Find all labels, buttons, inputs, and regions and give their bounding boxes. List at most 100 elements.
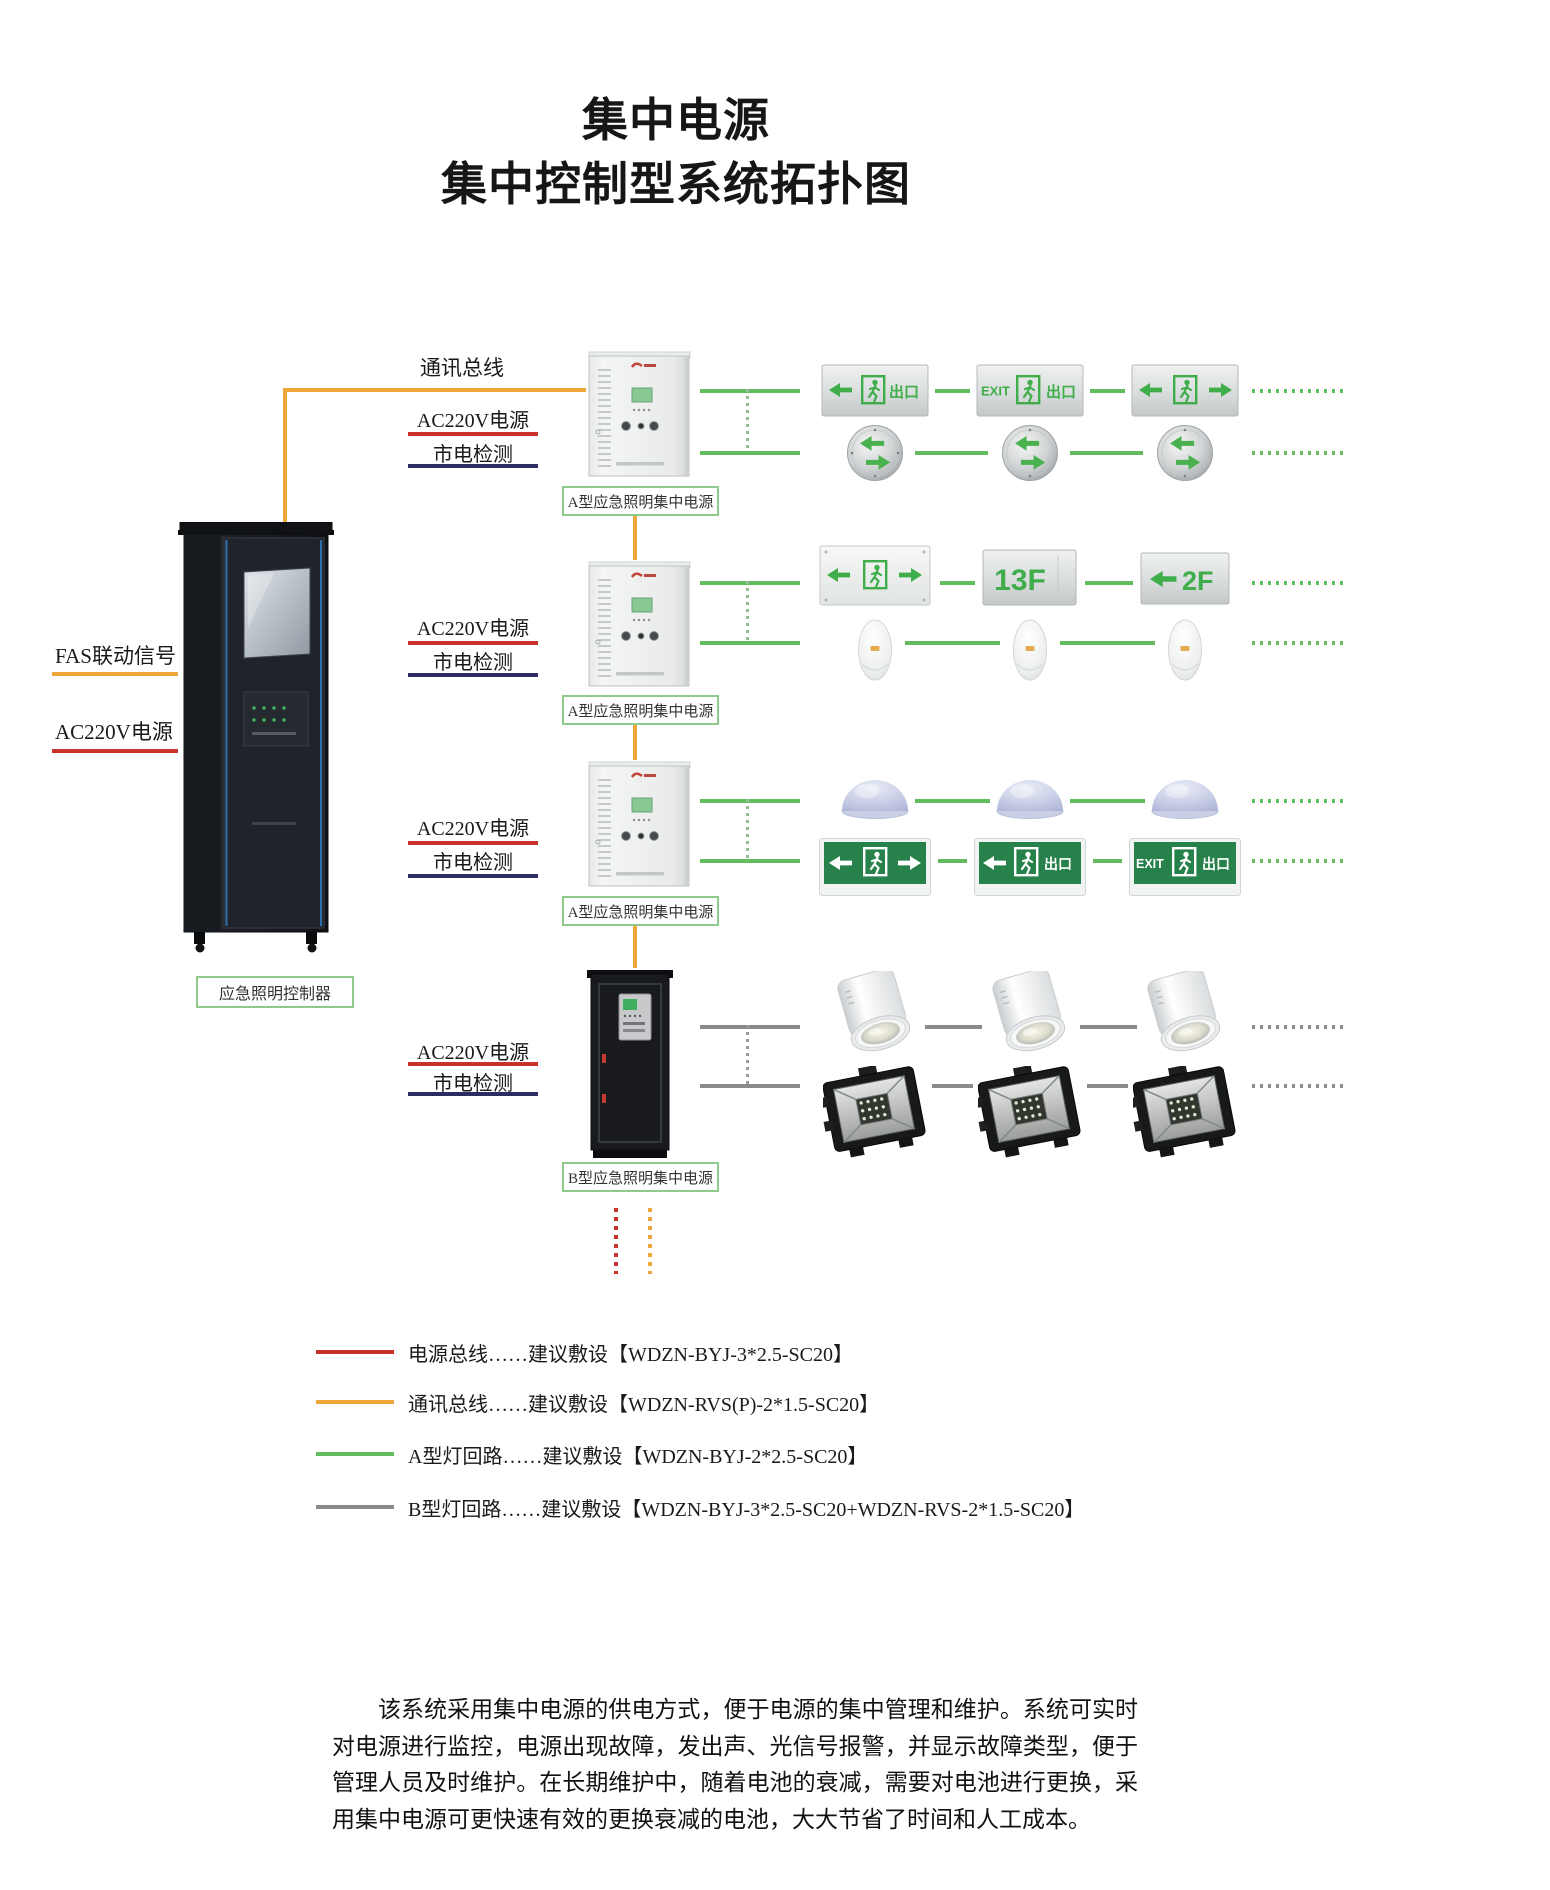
oval-wall-lamp	[1013, 619, 1047, 681]
downlight	[837, 971, 911, 1052]
exit-sign-text: 出口	[1202, 856, 1230, 872]
green-exit-sign-left-arrow: 出口	[974, 838, 1086, 896]
controller-label-box: 应急照明控制器	[196, 976, 354, 1008]
floodlight	[1133, 1066, 1236, 1158]
glass-exit-sign-double-arrow	[819, 545, 931, 606]
circuit-line-segment	[700, 641, 800, 645]
exit-sign-en-text: EXIT	[981, 384, 1010, 399]
circuit-dotted-continuation	[1252, 581, 1348, 585]
circuit-line-segment	[1090, 389, 1125, 393]
circuit-line-segment	[700, 859, 800, 863]
floor-disc-indicator	[1157, 425, 1213, 481]
floor-sign-2f: 2F	[1140, 552, 1230, 605]
circuit-line-segment	[925, 1025, 982, 1029]
downlight	[992, 971, 1066, 1052]
power-bus-dotted-continuation	[614, 1208, 618, 1274]
floodlight	[823, 1066, 926, 1158]
a-unit-label-box-3: A型应急照明集中电源	[562, 896, 719, 926]
row1-mains-underline	[408, 464, 538, 468]
a-unit-label-2: A型应急照明集中电源	[567, 703, 714, 720]
circuit-line-segment	[1085, 581, 1133, 585]
row4-ac-label: AC220V电源	[416, 1042, 530, 1064]
a-unit-label-3: A型应急照明集中电源	[567, 904, 714, 921]
circuit-line-segment	[938, 859, 967, 863]
circuit-branch-dashed	[746, 799, 749, 859]
circuit-line-segment	[1087, 1084, 1128, 1088]
circuit-line-segment	[1070, 451, 1143, 455]
circuit-line-segment	[700, 581, 800, 585]
row1-mains-label: 市电检测	[433, 444, 513, 466]
circuit-line-segment	[1060, 641, 1155, 645]
fas-signal-label: FAS联动信号	[55, 644, 176, 668]
floor-2f-text: 2F	[1182, 566, 1214, 596]
circuit-branch-dashed	[746, 389, 749, 451]
circuit-line-segment	[935, 389, 970, 393]
a-unit-label-1: A型应急照明集中电源	[567, 494, 714, 511]
floor-disc-indicator	[1002, 425, 1058, 481]
row4-mains-label: 市电检测	[433, 1073, 513, 1095]
legend-label-a-circuit: A型灯回路……建议敷设【WDZN-BYJ-2*2.5-SC20】	[408, 1446, 868, 1468]
circuit-branch-dashed	[746, 1025, 749, 1084]
row1-ac-label: AC220V电源	[416, 410, 530, 432]
exit-sign-silver-double-arrow	[1131, 364, 1239, 417]
circuit-dotted-continuation	[1252, 1084, 1348, 1088]
floor-sign-13f: 13F	[982, 549, 1077, 606]
b-type-power-unit-image	[587, 970, 673, 1158]
green-exit-sign-double-arrow	[819, 838, 931, 896]
row3-mains-label: 市电检测	[433, 852, 513, 874]
circuit-line-segment	[1070, 799, 1145, 803]
circuit-line-segment	[915, 451, 988, 455]
circuit-dotted-continuation	[1252, 389, 1348, 393]
row1-ac-underline	[408, 432, 538, 436]
system-description: 该系统采用集中电源的供电方式，便于电源的集中管理和维护。系统可实时对电源进行监控…	[332, 1697, 1138, 1832]
exit-sign-silver-exit-en: EXIT 出口	[976, 364, 1084, 417]
comm-bus-label: 通讯总线	[420, 356, 504, 380]
circuit-line-segment	[700, 1084, 800, 1088]
circuit-dotted-continuation	[1252, 799, 1348, 803]
row2-ac-label: AC220V电源	[416, 618, 530, 640]
comm-bus-vertical	[283, 388, 287, 522]
a-type-power-unit-image-3	[588, 761, 691, 887]
exit-sign-silver-left-arrow: 出口	[821, 364, 929, 417]
floor-disc-indicator	[847, 425, 903, 481]
circuit-dotted-continuation	[1252, 641, 1348, 645]
legend-line-comm-bus	[316, 1400, 394, 1404]
controller-ac-underline	[52, 749, 178, 753]
row4-mains-underline	[408, 1092, 538, 1096]
page-title-line2: 集中控制型系统拓扑图	[441, 159, 911, 210]
row3-ac-label: AC220V电源	[416, 818, 530, 840]
circuit-line-segment	[700, 451, 800, 455]
circuit-line-segment	[915, 799, 990, 803]
oval-wall-lamp	[858, 619, 892, 681]
comm-bus-connector-1	[633, 516, 637, 560]
b-unit-label-box: B型应急照明集中电源	[562, 1162, 719, 1192]
circuit-line-segment	[932, 1084, 973, 1088]
a-unit-label-box-2: A型应急照明集中电源	[562, 695, 719, 725]
circuit-branch-dashed	[746, 581, 749, 641]
circuit-line-segment	[1080, 1025, 1137, 1029]
row2-ac-underline	[408, 641, 538, 645]
controller-label: 应急照明控制器	[218, 986, 331, 1003]
green-exit-sign-exit-en: EXIT 出口	[1129, 838, 1241, 896]
comm-bus-connector-3	[633, 926, 637, 968]
oval-wall-lamp	[1168, 619, 1202, 681]
a-type-power-unit-image-1	[588, 351, 691, 477]
comm-bus-connector-2	[633, 725, 637, 760]
exit-sign-text: 出口	[1044, 856, 1072, 872]
comm-bus-dotted-continuation	[648, 1208, 652, 1274]
legend-label-b-circuit: B型灯回路……建议敷设【WDZN-BYJ-3*2.5-SC20+WDZN-RVS…	[408, 1499, 1085, 1521]
row3-ac-underline	[408, 841, 538, 845]
row4-ac-underline	[408, 1062, 538, 1066]
exit-sign-en-text: EXIT	[1136, 857, 1164, 871]
circuit-line-segment	[905, 641, 1000, 645]
row3-mains-underline	[408, 874, 538, 878]
circuit-line-segment	[1093, 859, 1122, 863]
a-type-power-unit-image-2	[588, 561, 691, 687]
page-title-line1: 集中电源	[582, 95, 770, 146]
floor-13f-text: 13F	[994, 564, 1046, 597]
row2-mains-underline	[408, 673, 538, 677]
circuit-dotted-continuation	[1252, 859, 1348, 863]
circuit-line-segment	[700, 1025, 800, 1029]
legend-line-power-bus	[316, 1350, 394, 1354]
circuit-line-segment	[700, 799, 800, 803]
